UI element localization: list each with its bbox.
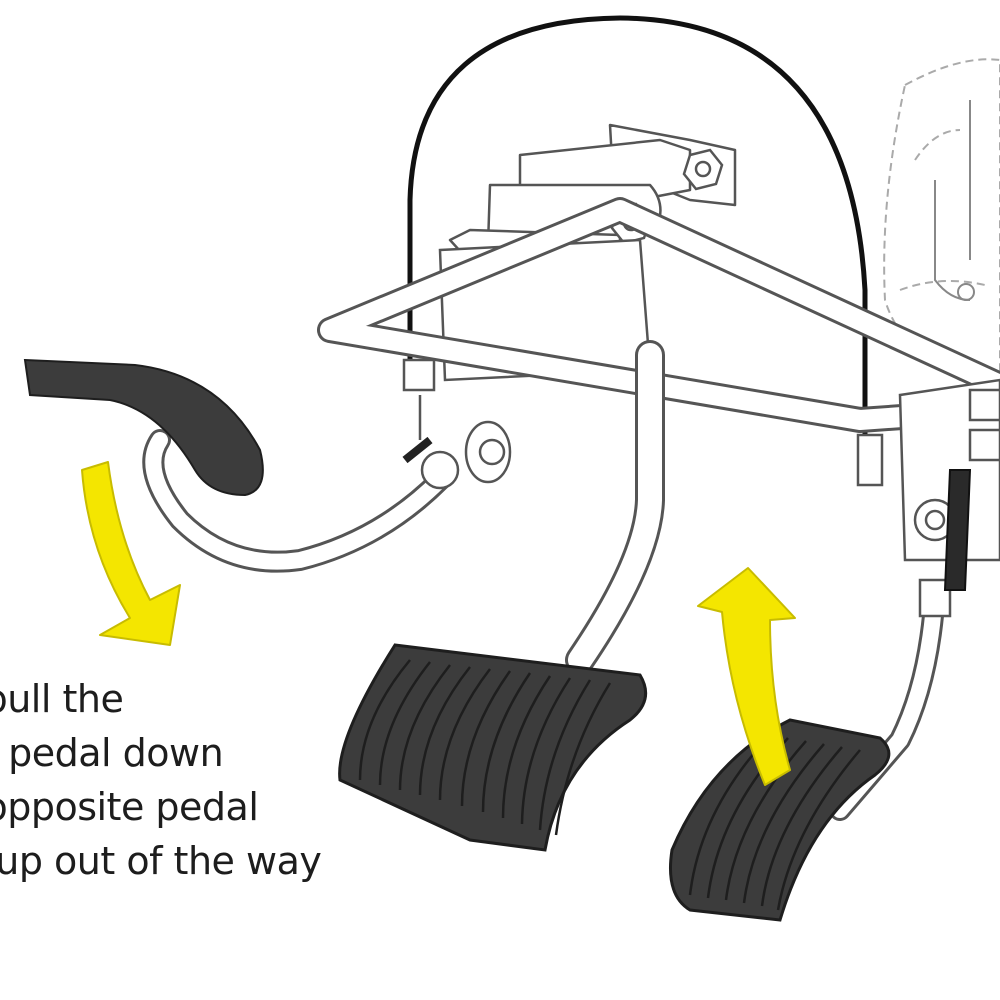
cable bbox=[407, 15, 868, 443]
yellow-curved-arrow-down-icon bbox=[81, 461, 181, 646]
caption-line-1: y pull the bbox=[0, 677, 124, 721]
folded-pedal-pad bbox=[23, 358, 264, 497]
yellow-curved-arrow-up-icon bbox=[697, 567, 796, 786]
left-linkage bbox=[402, 358, 512, 490]
left-pedal-arm bbox=[142, 429, 451, 573]
center-pedal-pad bbox=[338, 643, 648, 852]
caption-line-3: e opposite pedal bbox=[0, 785, 259, 829]
caption-line-4: ld up out of the way bbox=[0, 839, 322, 883]
instruction-caption: y pull the ed pedal down e opposite peda… bbox=[0, 672, 450, 888]
seat-frame-lines bbox=[934, 100, 975, 301]
tube-frame bbox=[317, 197, 1000, 433]
center-pedal-arm bbox=[565, 340, 665, 675]
spring bbox=[943, 469, 972, 591]
caption-line-2: ed pedal down bbox=[0, 731, 224, 775]
seat-outline bbox=[883, 58, 1000, 381]
right-pedal-pad bbox=[668, 718, 891, 922]
